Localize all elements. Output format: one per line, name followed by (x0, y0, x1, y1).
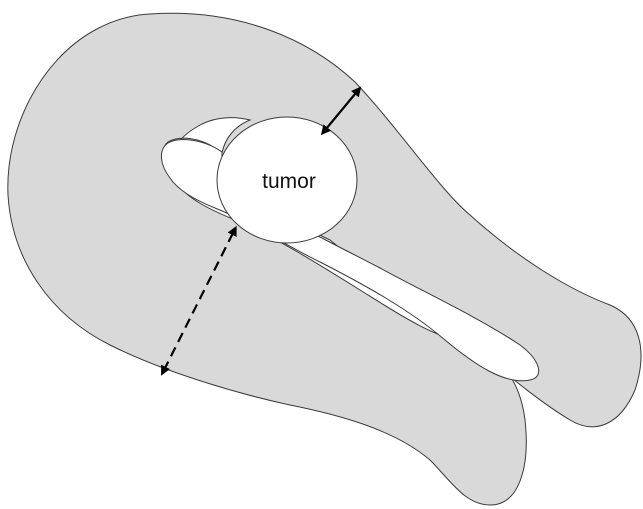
tumor-label: tumor (262, 170, 316, 193)
